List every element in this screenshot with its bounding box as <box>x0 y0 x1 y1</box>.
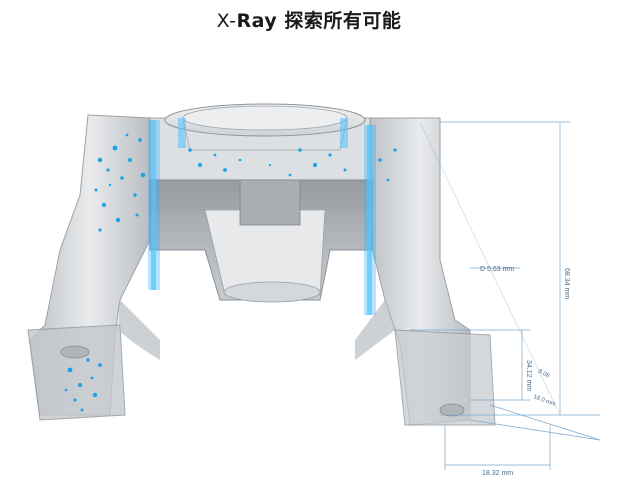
page-title: X-Ray 探索所有可能 <box>0 6 618 33</box>
height-total-label: 68.34 mm <box>563 268 570 299</box>
width-bottom-label: 18.32 mm <box>482 470 513 477</box>
dimension-lines <box>410 121 601 470</box>
title-main: Ray 探索所有可能 <box>236 10 402 32</box>
title-prefix: X- <box>216 10 237 32</box>
small-dim-b-label: 18.0 mm <box>532 394 556 408</box>
diameter-label: D 5.63 mm <box>480 266 514 273</box>
height-side-label: 34.12 mm <box>525 360 532 391</box>
small-dim-a-label: 8.08 <box>537 369 551 380</box>
xray-glow <box>148 118 376 315</box>
porosity-particles <box>64 133 397 412</box>
part-body <box>27 103 496 426</box>
